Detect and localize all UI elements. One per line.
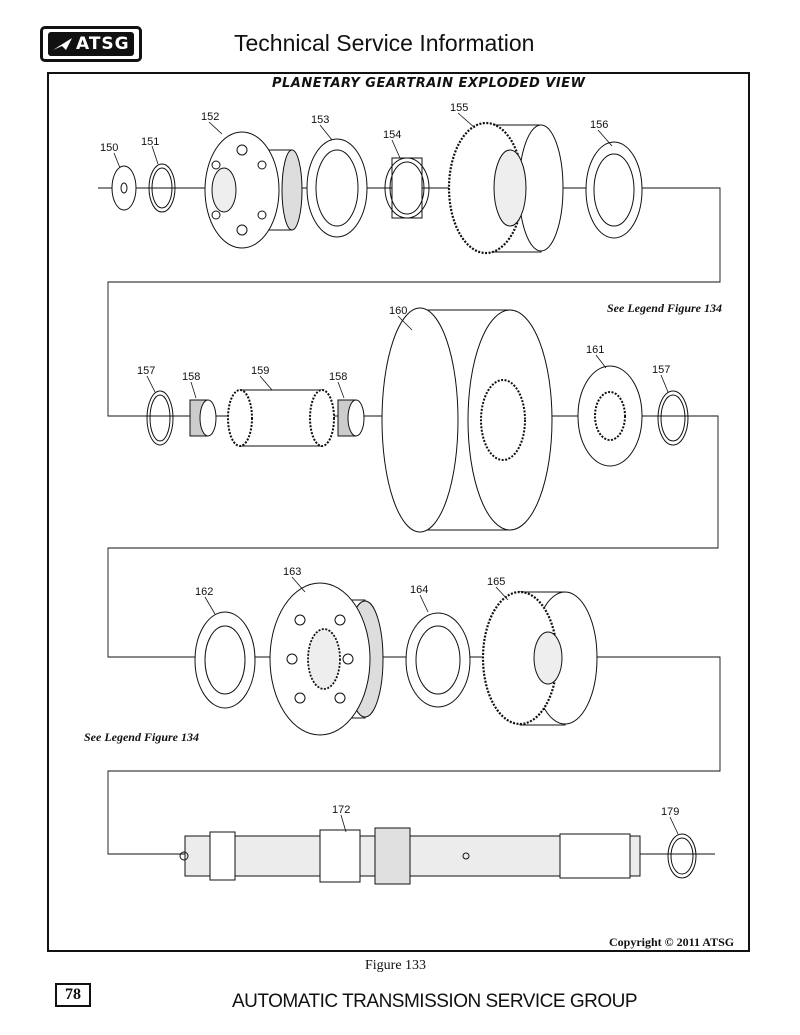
part-160-drum bbox=[381, 307, 553, 533]
label-150: 150 bbox=[100, 142, 118, 154]
atsg-logo: ATSG bbox=[40, 26, 142, 62]
label-159: 159 bbox=[251, 365, 269, 377]
part-157-snap-ring-right bbox=[657, 390, 689, 446]
label-164: 164 bbox=[410, 584, 428, 596]
logo-text: ATSG bbox=[76, 34, 130, 54]
label-152: 152 bbox=[201, 111, 219, 123]
label-165: 165 bbox=[487, 576, 505, 588]
part-162-thrust-plate bbox=[194, 611, 256, 709]
page-number: 78 bbox=[55, 983, 91, 1007]
plane-icon bbox=[53, 38, 72, 50]
legend-note-top: See Legend Figure 134 bbox=[607, 301, 722, 315]
copyright-text: Copyright © 2011 ATSG bbox=[609, 935, 735, 949]
part-155-ring-gear bbox=[447, 121, 564, 255]
diagram-title: PLANETARY GEARTRAIN EXPLODED VIEW bbox=[272, 76, 586, 91]
part-163-planet-carrier bbox=[269, 582, 384, 736]
part-156-thrust-plate bbox=[585, 141, 643, 239]
company-name: AUTOMATIC TRANSMISSION SERVICE GROUP bbox=[232, 991, 638, 1012]
part-179-seal-ring bbox=[667, 833, 697, 879]
label-162: 162 bbox=[195, 586, 213, 598]
part-159-sun-gear bbox=[227, 389, 335, 447]
label-157-right: 157 bbox=[652, 364, 670, 376]
part-157-snap-ring-left bbox=[146, 390, 174, 446]
part-172-shaft bbox=[179, 827, 641, 885]
part-158-bushing-right bbox=[337, 399, 365, 437]
center-line bbox=[98, 187, 721, 855]
figure-caption: Figure 133 bbox=[365, 958, 427, 973]
part-153-friction-plate bbox=[306, 138, 368, 238]
part-161-friction-disc bbox=[577, 365, 643, 467]
label-179: 179 bbox=[661, 806, 679, 818]
label-158-right: 158 bbox=[329, 371, 347, 383]
label-160: 160 bbox=[389, 305, 407, 317]
label-153: 153 bbox=[311, 114, 329, 126]
part-150-washer bbox=[111, 165, 137, 211]
label-158-left: 158 bbox=[182, 371, 200, 383]
label-172: 172 bbox=[332, 804, 350, 816]
label-155: 155 bbox=[450, 102, 468, 114]
figure-frame bbox=[47, 72, 750, 952]
label-157-left: 157 bbox=[137, 365, 155, 377]
label-161: 161 bbox=[586, 344, 604, 356]
legend-note-bottom: See Legend Figure 134 bbox=[84, 730, 199, 744]
part-165-ring-gear bbox=[481, 590, 598, 726]
label-154: 154 bbox=[383, 129, 401, 141]
label-151: 151 bbox=[141, 136, 159, 148]
part-158-bushing-left bbox=[189, 399, 217, 437]
page-title: Technical Service Information bbox=[234, 30, 535, 56]
label-156: 156 bbox=[590, 119, 608, 131]
part-154-bearing-race bbox=[384, 157, 430, 219]
part-164-friction-plate bbox=[405, 612, 471, 708]
label-163: 163 bbox=[283, 566, 301, 578]
part-151-snap-ring bbox=[148, 163, 176, 213]
part-152-planet-carrier bbox=[204, 131, 303, 249]
